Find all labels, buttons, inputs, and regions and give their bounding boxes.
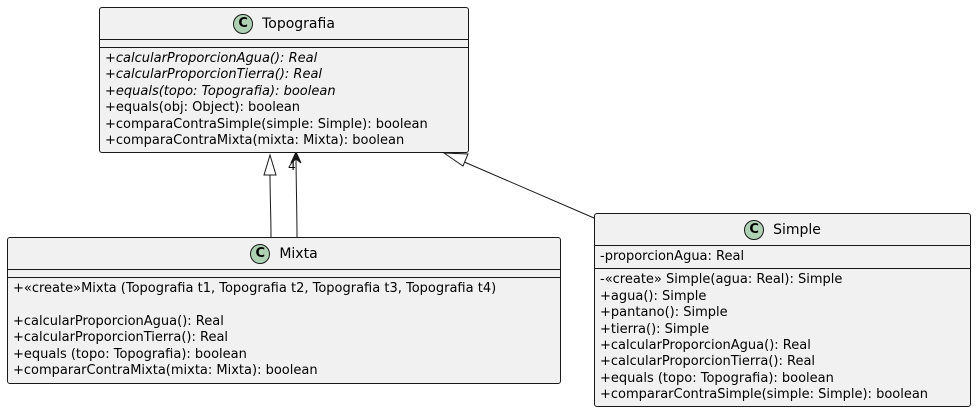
class-topografia-header: C Topografia	[100, 8, 468, 39]
method	[13, 297, 555, 313]
method: +comparaContraSimple(simple: Simple): bo…	[105, 116, 428, 132]
class-mixta[interactable]: C Mixta +«create»Mixta (Topografia t1, T…	[7, 237, 561, 384]
method: +«create»Mixta (Topografia t1, Topografi…	[13, 281, 497, 296]
class-topografia-name: Topografia	[262, 15, 335, 32]
method: +agua(): Simple	[600, 288, 707, 304]
class-simple-name: Simple	[773, 221, 821, 238]
method: +pantano(): Simple	[600, 305, 728, 321]
association-mixta-line	[295, 152, 298, 239]
generalization-mixta-arrowhead	[263, 153, 277, 176]
method: +calcularProporcionAgua(): Real	[600, 338, 811, 354]
method: +equals(topo: Topografia): boolean	[105, 83, 336, 99]
class-mixta-name: Mixta	[279, 245, 318, 262]
association-multiplicity-label: 4	[288, 159, 296, 173]
class-mixta-header: C Mixta	[8, 238, 560, 269]
method: -«create» Simple(agua: Real): Simple	[600, 272, 843, 288]
class-simple[interactable]: C Simple -proporcionAgua: Real -«create»…	[594, 213, 971, 407]
attribute: -proporcionAgua: Real	[600, 249, 745, 264]
class-topografia[interactable]: C Topografia +calcularProporcionAgua(): …	[99, 7, 469, 153]
class-simple-header: C Simple	[595, 214, 970, 245]
association-mixta-arrowhead	[290, 150, 302, 164]
method: +compararContraMixta(mixta: Mixta): bool…	[13, 363, 318, 379]
generalization-simple-arrowhead	[442, 152, 469, 167]
class-topografia-attributes	[100, 40, 468, 47]
method: +calcularProporcionAgua(): Real	[105, 51, 318, 66]
method: +comparaContraMixta(mixta: Mixta): boole…	[105, 133, 405, 149]
class-simple-attributes: -proporcionAgua: Real	[595, 246, 970, 268]
class-stereotype-icon: C	[250, 243, 271, 264]
method: +calcularProporcionTierra(): Real	[105, 67, 323, 83]
generalization-mixta-line	[269, 174, 272, 239]
method: +equals (topo: Topografia): boolean	[13, 346, 247, 362]
method: +calcularProporcionTierra(): Real	[13, 330, 229, 346]
generalization-simple-line	[461, 160, 595, 219]
method: +calcularProporcionTierra(): Real	[600, 354, 816, 370]
class-simple-methods: -«create» Simple(agua: Real): Simple +ag…	[595, 269, 970, 406]
class-stereotype-icon: C	[233, 13, 254, 34]
class-mixta-methods: +«create»Mixta (Topografia t1, Topografi…	[8, 278, 560, 382]
class-stereotype-icon: C	[744, 219, 765, 240]
method: +equals(obj: Object): boolean	[105, 100, 301, 116]
method: +compararContraSimple(simple: Simple): b…	[600, 387, 929, 403]
method: +tierra(): Simple	[600, 321, 710, 337]
method: +equals (topo: Topografia): boolean	[600, 370, 834, 386]
class-mixta-attributes	[8, 270, 560, 277]
class-topografia-methods: +calcularProporcionAgua(): Real +calcula…	[100, 48, 468, 152]
method: +calcularProporcionAgua(): Real	[13, 313, 224, 329]
